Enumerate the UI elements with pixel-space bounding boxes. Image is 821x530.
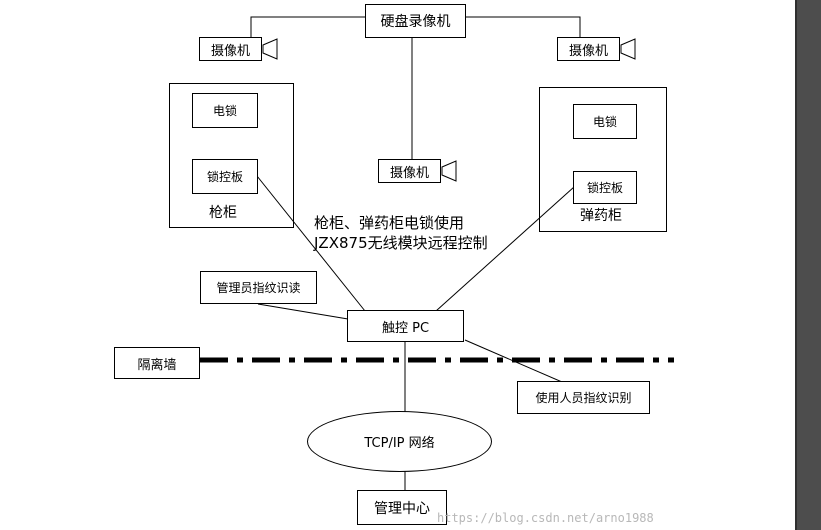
remote-control-note-line2: JZX875无线模块远程控制 [314,234,488,252]
camera-center-icon [441,160,457,182]
camera-left-box: 摄像机 [199,37,262,61]
management-center-box: 管理中心 [357,490,447,525]
remote-control-note-line1: 枪柜、弹药柜电锁使用 [314,214,465,232]
gun-cabinet-title: 枪柜 [209,205,237,221]
ammo-cabinet-lockboard: 锁控板 [573,171,637,204]
ammo-lockboard-to-pc [435,186,575,312]
admin-to-pc [257,303,349,320]
gun-cabinet [169,83,294,228]
camera-right-box: 摄像机 [557,37,620,61]
gun-cabinet-lock: 电锁 [192,93,258,128]
camera-left-icon [262,38,278,60]
user-fingerprint-box: 使用人员指纹识别 [517,381,650,414]
dvr-box: 硬盘录像机 [365,4,466,38]
dvr-left-connector [250,16,365,38]
touch-pc-box: 触控 PC [347,310,464,342]
window-right-edge-line [795,0,797,530]
admin-fingerprint-box: 管理员指纹识读 [200,271,317,304]
csdn-watermark: https://blog.csdn.net/arno1988 [437,511,654,525]
ammo-cabinet [539,87,667,232]
gun-lockboard-to-pc [256,175,366,312]
dvr-right-connector [465,16,581,38]
isolation-wall-box: 隔离墙 [114,347,200,379]
ammo-cabinet-title: 弹药柜 [580,208,622,224]
tcpip-network-ellipse: TCP/IP 网络 [307,411,492,472]
ammo-cabinet-lock: 电锁 [573,104,637,139]
window-right-edge [795,0,821,530]
camera-right-icon [620,38,636,60]
camera-center-box: 摄像机 [378,159,441,183]
gun-cabinet-lockboard: 锁控板 [192,159,258,194]
